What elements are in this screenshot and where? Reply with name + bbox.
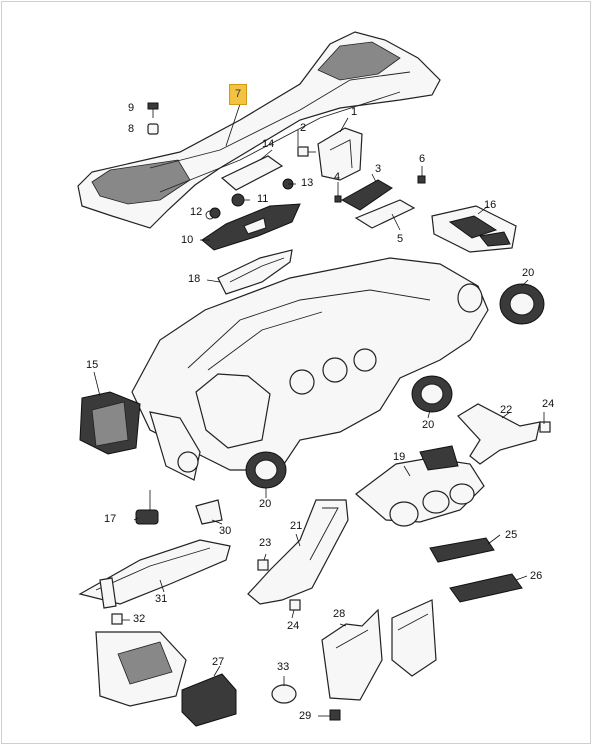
- part-screw-and-nut[interactable]: [147, 102, 159, 135]
- callout-14[interactable]: 14: [262, 138, 275, 150]
- callout-31[interactable]: 31: [155, 593, 168, 605]
- part-dashboard: [131, 257, 489, 481]
- callout-18[interactable]: 18: [188, 273, 201, 285]
- part-lower-dash-left: [95, 631, 187, 707]
- callout-2[interactable]: 2: [300, 122, 307, 134]
- callout-9[interactable]: 9: [128, 102, 135, 114]
- part-side-vent-15[interactable]: [79, 391, 141, 455]
- part-steering-column: [391, 599, 437, 677]
- part-bolt-32[interactable]: [111, 613, 123, 625]
- part-cover-plate[interactable]: [220, 155, 284, 191]
- part-grille[interactable]: [201, 203, 301, 251]
- part-round-vent-20a[interactable]: [499, 283, 545, 325]
- part-screw-29[interactable]: [329, 709, 341, 721]
- part-plug-33[interactable]: [271, 684, 297, 704]
- part-switch-25[interactable]: [429, 537, 495, 563]
- callout-30[interactable]: 30: [219, 525, 232, 537]
- part-air-duct-22[interactable]: [457, 403, 541, 465]
- part-gasket[interactable]: [354, 199, 416, 229]
- callout-1[interactable]: 1: [351, 106, 358, 118]
- callout-25[interactable]: 25: [505, 529, 518, 541]
- callout-33[interactable]: 33: [277, 661, 290, 673]
- callout-24b[interactable]: 24: [287, 620, 300, 632]
- callout-13[interactable]: 13: [301, 177, 314, 189]
- callout-19[interactable]: 19: [393, 451, 406, 463]
- part-vent-27[interactable]: [181, 673, 237, 727]
- callout-24a[interactable]: 24: [542, 398, 555, 410]
- part-bracket-31[interactable]: [78, 499, 231, 609]
- part-bracket-28[interactable]: [321, 608, 383, 701]
- callout-7[interactable]: 7: [229, 84, 248, 105]
- callout-11[interactable]: 11: [257, 193, 269, 205]
- callout-20a[interactable]: 20: [522, 267, 535, 279]
- leader-lines: [93, 103, 545, 717]
- callout-5[interactable]: 5: [397, 233, 404, 245]
- part-speaker-grille[interactable]: [340, 179, 393, 211]
- part-speaker-cover[interactable]: [431, 205, 517, 253]
- part-sensor-17[interactable]: [135, 490, 159, 525]
- callout-3[interactable]: 3: [375, 163, 382, 175]
- part-switch-26[interactable]: [449, 573, 523, 603]
- callout-22[interactable]: 22: [500, 404, 513, 416]
- part-round-vent-20c[interactable]: [245, 451, 287, 489]
- callout-12[interactable]: 12: [190, 206, 203, 218]
- callout-16[interactable]: 16: [484, 199, 497, 211]
- callout-20b[interactable]: 20: [422, 419, 435, 431]
- part-screws-23-24[interactable]: [257, 421, 551, 611]
- callout-26[interactable]: 26: [530, 570, 543, 582]
- callout-20c[interactable]: 20: [259, 498, 272, 510]
- part-bracket-1[interactable]: [317, 127, 363, 181]
- callout-17[interactable]: 17: [104, 513, 117, 525]
- part-duct-21[interactable]: [247, 499, 349, 605]
- part-cowl-panel[interactable]: [77, 31, 441, 229]
- callout-10[interactable]: 10: [181, 234, 194, 246]
- part-round-vent-20b[interactable]: [411, 375, 453, 413]
- callout-15[interactable]: 15: [86, 359, 99, 371]
- part-center-vent-19[interactable]: [355, 445, 485, 527]
- callout-27[interactable]: 27: [212, 656, 225, 668]
- callout-28[interactable]: 28: [333, 608, 346, 620]
- callout-6[interactable]: 6: [419, 153, 426, 165]
- callout-29[interactable]: 29: [299, 710, 312, 722]
- part-screw-2[interactable]: [297, 146, 316, 157]
- callout-4[interactable]: 4: [334, 171, 341, 183]
- callout-32[interactable]: 32: [133, 613, 146, 625]
- callout-21[interactable]: 21: [290, 520, 303, 532]
- part-bracket-18[interactable]: [217, 249, 293, 295]
- callout-23[interactable]: 23: [259, 537, 272, 549]
- callout-8[interactable]: 8: [128, 123, 135, 135]
